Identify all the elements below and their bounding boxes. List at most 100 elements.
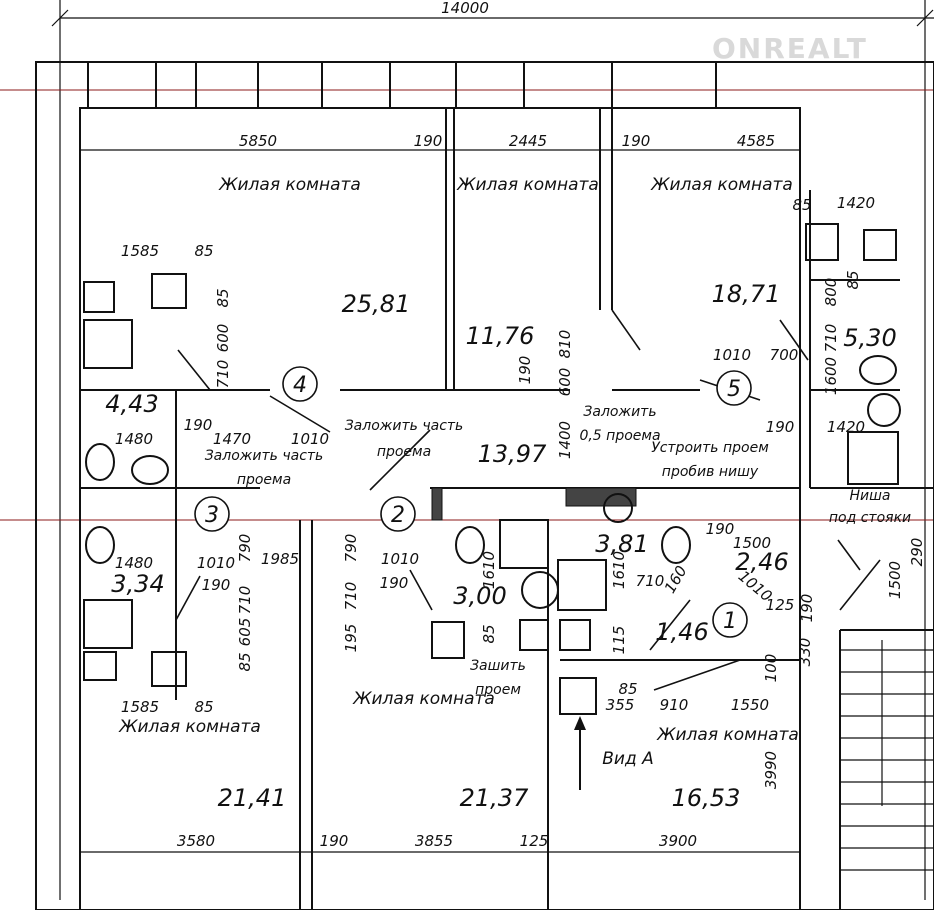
room-f-label: Жилая комната (656, 725, 799, 745)
dim-f-3990: 3990 (762, 751, 780, 789)
dim-mid-190c: 190 (202, 576, 231, 594)
dim-left-600: 600 (214, 324, 232, 353)
dim-right-1420b: 1420 (827, 418, 865, 436)
dim-e-125: 125 (766, 596, 795, 614)
bath-tr-area: 5,30 (843, 324, 896, 352)
dim-mid-790a: 790 (236, 534, 254, 563)
dim-c-195: 195 (342, 624, 360, 653)
dim-bottom-190: 190 (320, 832, 349, 850)
infill-blocks (431, 487, 637, 521)
dim-e-190: 190 (706, 520, 735, 538)
dim-hall-190: 190 (184, 416, 213, 434)
dim-mid-810: 810 (556, 330, 574, 359)
dim-hall-1010: 1010 (291, 430, 329, 448)
note-2-line2: проема (237, 472, 291, 488)
watermark: ONREALT (712, 32, 868, 65)
dim-right-800: 800 (822, 278, 840, 307)
dim-top-2445: 2445 (509, 132, 547, 150)
room-f-area: 16,53 (672, 784, 741, 812)
note-1-line1: Заложить часть (345, 418, 464, 434)
dim-f-85: 85 (618, 680, 637, 698)
room-e-label: Жилая комната (352, 689, 495, 709)
marker-4: 4 (293, 373, 307, 398)
dim-b-85: 85 (194, 698, 213, 716)
dim-left-85a: 85 (194, 242, 213, 260)
dim-mid-1010a: 1010 (197, 554, 235, 572)
dim-e-1500v: 1500 (886, 561, 904, 599)
room-a-area: 25,81 (342, 290, 411, 318)
dim-top-4585: 4585 (737, 132, 775, 150)
dim-top-190b: 190 (622, 132, 651, 150)
walls (35, 61, 934, 910)
note-4-line1: Устроить проем (651, 440, 769, 456)
note-4-line2: пробив нишу (662, 464, 759, 480)
dim-mid-85c: 85 (236, 652, 254, 671)
note-6-line1: Зашить (470, 658, 526, 674)
dim-e-290: 290 (908, 538, 926, 567)
dim-mid-190: 190 (516, 356, 534, 385)
dim-top-190a: 190 (414, 132, 443, 150)
room-d-label: Жилая комната (118, 717, 261, 737)
room-d-area: 21,41 (218, 784, 287, 812)
dim-right-190: 190 (766, 418, 795, 436)
dim-right-85: 85 (792, 196, 811, 214)
note-2-line1: Заложить часть (205, 448, 324, 464)
bath-c-area: 3,81 (595, 530, 648, 558)
dim-d-115: 115 (610, 626, 628, 655)
dim-bath-1480a: 1480 (115, 430, 153, 448)
room-c-label: Жилая комната (650, 175, 793, 195)
dim-right-700: 700 (770, 346, 799, 364)
small-a-area: 2,46 (735, 548, 788, 576)
dim-b-1585: 1585 (121, 698, 159, 716)
bath-tl-area: 4,43 (105, 390, 158, 418)
dim-f-910: 910 (660, 696, 689, 714)
dim-c-1010: 1010 (381, 550, 419, 568)
sanitary-fixtures (83, 223, 901, 715)
dim-bottom-3900: 3900 (659, 832, 697, 850)
dim-right-1420a: 1420 (837, 194, 875, 212)
dim-bottom-3580: 3580 (177, 832, 215, 850)
dim-right-85b: 85 (844, 270, 862, 289)
dim-f-1550: 1550 (731, 696, 769, 714)
dim-left-710: 710 (214, 360, 232, 389)
room-a-label: Жилая комната (218, 175, 361, 195)
room-b-label: Жилая комната (456, 175, 599, 195)
dim-c-1610a: 1610 (480, 551, 498, 589)
note-3-line2: 0,5 проема (579, 428, 660, 444)
dim-bath-1480b: 1480 (115, 554, 153, 572)
dim-e-330: 330 (796, 638, 814, 667)
note-5-line1: Ниша (849, 488, 890, 504)
dim-bottom-3855: 3855 (415, 832, 453, 850)
dim-f-355: 355 (606, 696, 635, 714)
bath-bl-area: 3,34 (111, 570, 164, 598)
dim-hall-1400: 1400 (556, 421, 574, 459)
dim-c-190: 190 (380, 574, 409, 592)
dim-left-85b: 85 (214, 288, 232, 307)
room-c-area: 18,71 (712, 280, 781, 308)
marker-5: 5 (727, 377, 741, 402)
dim-hall-1470: 1470 (213, 430, 251, 448)
dim-c-85: 85 (480, 624, 498, 643)
view-label: Вид А (602, 749, 654, 769)
dim-right-1600: 1600 (822, 357, 840, 395)
note-3-line1: Заложить (583, 404, 656, 420)
dim-mid-1985: 1985 (261, 550, 299, 568)
dim-mid-600: 600 (556, 368, 574, 397)
dim-mid-710a: 710 (236, 586, 254, 615)
room-e-area: 21,37 (460, 784, 529, 812)
dim-c-790: 790 (342, 534, 360, 563)
view-arrow-head (574, 716, 586, 730)
dim-d-710: 710 (636, 572, 665, 590)
marker-3: 3 (205, 503, 219, 528)
room-b-area: 11,76 (466, 322, 535, 350)
dim-mid-605: 605 (236, 618, 254, 647)
dim-d-1610: 1610 (610, 551, 628, 589)
note-1-line2: проема (377, 444, 431, 460)
dim-right-710: 710 (822, 324, 840, 353)
marker-2: 2 (391, 503, 405, 528)
staircase (840, 640, 934, 871)
note-5-line2: под стояки (829, 510, 911, 526)
bath-mid-area: 3,00 (453, 582, 506, 610)
